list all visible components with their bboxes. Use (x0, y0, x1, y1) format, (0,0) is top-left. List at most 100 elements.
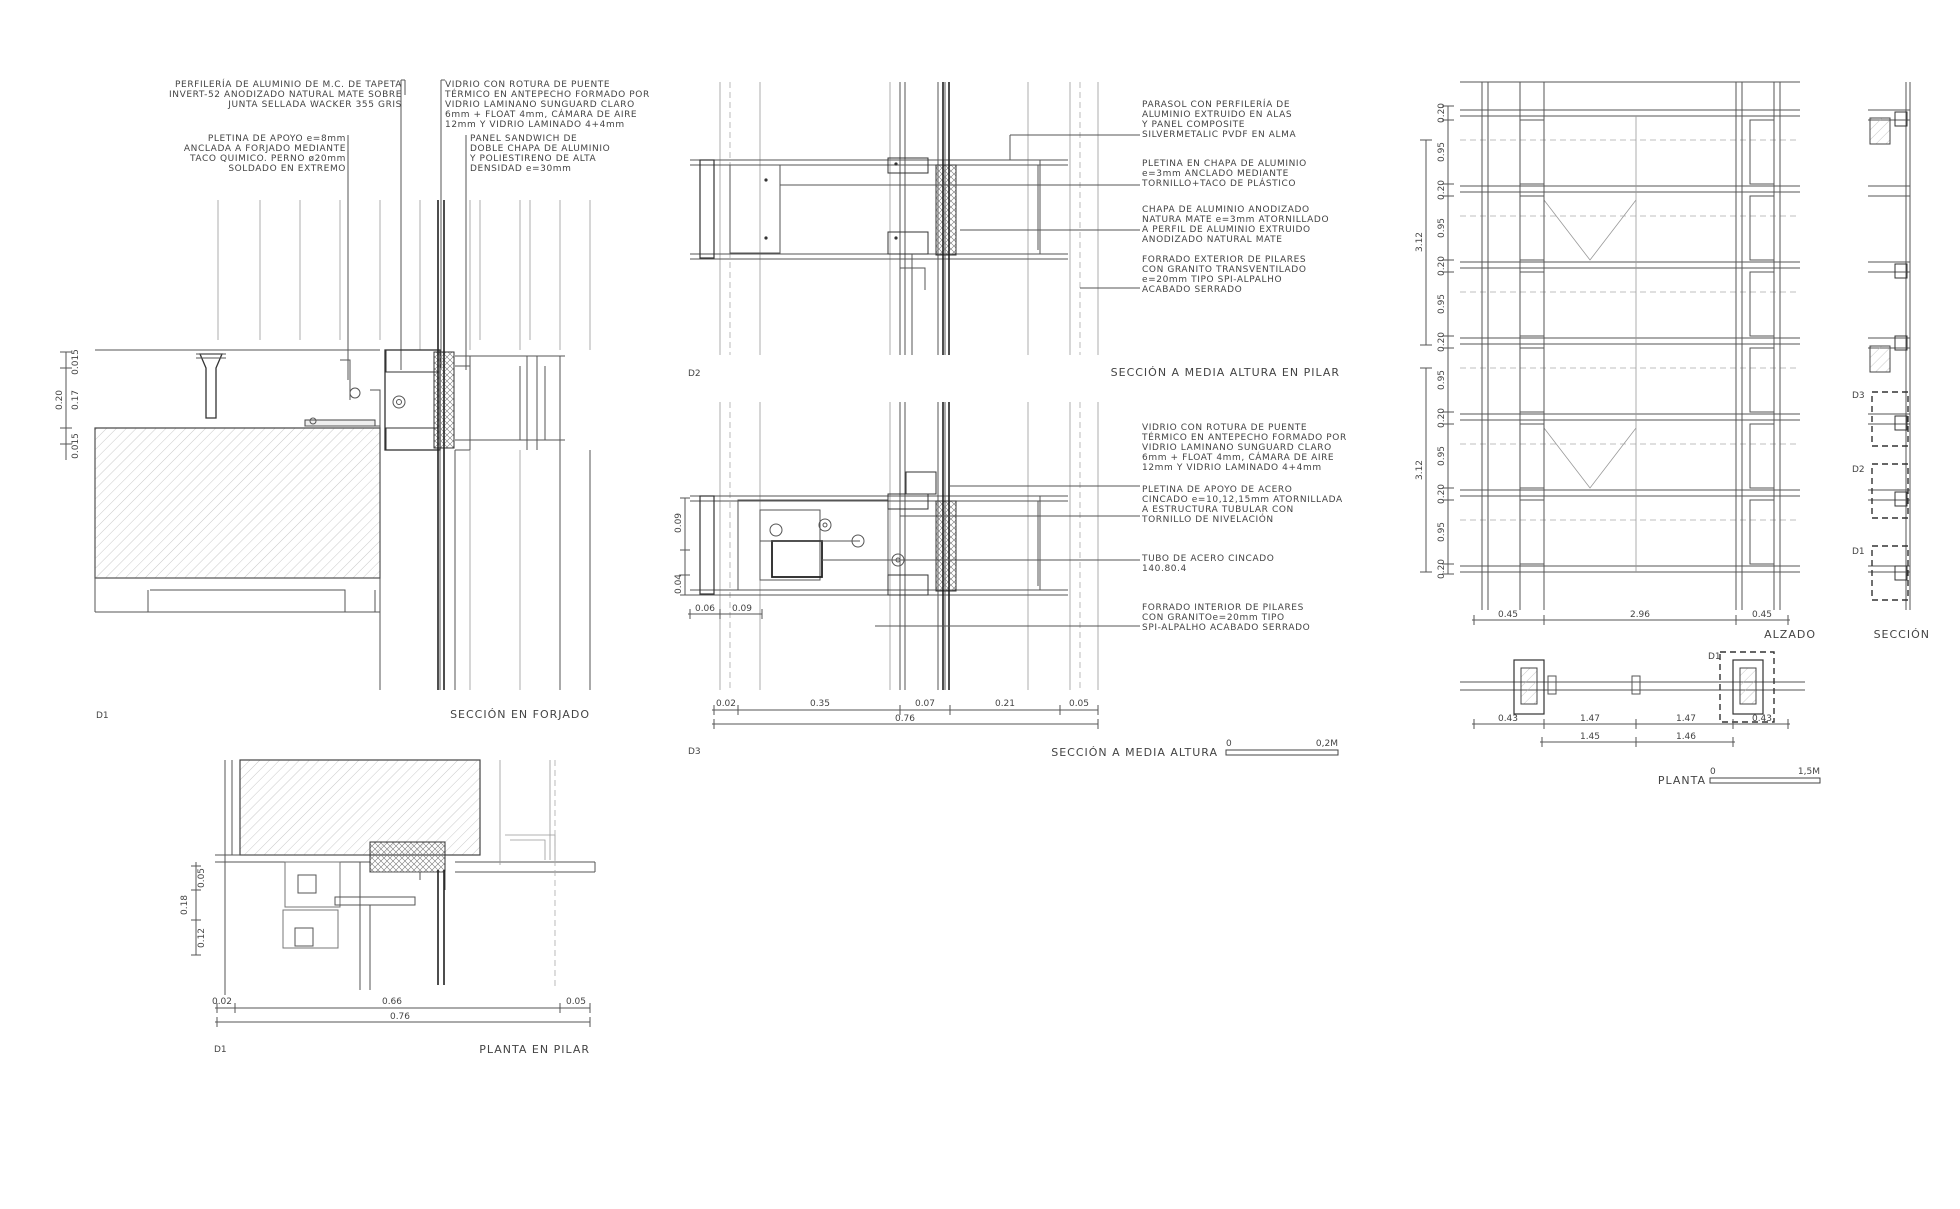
note-forrado-interior: FORRADO INTERIOR DE PILARES CON GRANITOe… (1142, 603, 1310, 633)
svg-text:0.12: 0.12 (197, 928, 207, 948)
svg-text:D3: D3 (1852, 391, 1865, 401)
svg-text:0.07: 0.07 (915, 699, 935, 709)
svg-text:CHAPA DE ALUMINIO ANODIZADO: CHAPA DE ALUMINIO ANODIZADO (1142, 205, 1310, 215)
callout-d3 (1871, 391, 1909, 447)
svg-text:0.95: 0.95 (1437, 142, 1447, 162)
svg-text:0.09: 0.09 (732, 604, 752, 614)
detail-tag-d3: D3 (688, 747, 701, 757)
svg-text:D1: D1 (1708, 652, 1721, 662)
svg-text:0.20: 0.20 (1437, 559, 1447, 579)
detail-tag-d1: D1 (96, 711, 109, 721)
detail-d1-section: PERFILERÍA DE ALUMINIO DE M.C. DE TAPETA… (55, 78, 649, 721)
levelling-support (199, 353, 223, 419)
svg-text:TACO QUIMICO. PERNO ø20mm: TACO QUIMICO. PERNO ø20mm (189, 154, 346, 164)
detail-tag-d1-plan: D1 (214, 1045, 227, 1055)
svg-text:6mm + FLOAT 4mm, CÁMARA DE AIR: 6mm + FLOAT 4mm, CÁMARA DE AIRE (1142, 451, 1334, 463)
svg-text:0.95: 0.95 (1437, 294, 1447, 314)
svg-text:ALUMINIO EXTRUIDO EN ALAS: ALUMINIO EXTRUIDO EN ALAS (1142, 110, 1292, 120)
svg-text:0.20: 0.20 (1437, 484, 1447, 504)
svg-text:PANEL SANDWICH DE: PANEL SANDWICH DE (470, 134, 577, 144)
svg-text:0.20: 0.20 (1437, 332, 1447, 352)
title-seccion-media-altura: SECCIÓN A MEDIA ALTURA (1051, 746, 1218, 759)
svg-text:0.20: 0.20 (55, 390, 65, 410)
svg-text:0: 0 (1710, 767, 1716, 777)
svg-text:CON GRANITOe=20mm TIPO: CON GRANITOe=20mm TIPO (1142, 613, 1285, 623)
svg-text:0.95: 0.95 (1437, 218, 1447, 238)
svg-text:1,5M: 1,5M (1798, 767, 1820, 777)
plan-planta: D1 0.43 1.47 1.47 0.43 1.45 1.46 PLANTA … (1460, 651, 1821, 787)
svg-text:0.95: 0.95 (1437, 446, 1447, 466)
note-perfileria: PERFILERÍA DE ALUMINIO DE M.C. DE TAPETA… (169, 78, 402, 110)
svg-text:0.09: 0.09 (674, 513, 684, 533)
steel-tube (771, 540, 823, 578)
svg-text:A PERFIL DE ALUMINIO EXTRUIDO: A PERFIL DE ALUMINIO EXTRUIDO (1142, 225, 1311, 235)
elevation-column-blocks (1519, 119, 1775, 565)
column-section (239, 759, 481, 856)
svg-text:0.05: 0.05 (566, 997, 586, 1007)
svg-text:PLETINA EN CHAPA DE ALUMINIO: PLETINA EN CHAPA DE ALUMINIO (1142, 159, 1307, 169)
svg-text:VIDRIO CON ROTURA DE PUENTE: VIDRIO CON ROTURA DE PUENTE (1142, 423, 1307, 433)
note-pletina-apoyo: PLETINA DE APOYO e=8mm ANCLADA A FORJADO… (184, 134, 346, 174)
svg-text:D1: D1 (1852, 547, 1865, 557)
svg-text:e=20mm TIPO SPI-ALPALHO: e=20mm TIPO SPI-ALPALHO (1142, 275, 1282, 285)
concrete-slab (94, 427, 381, 579)
alzado-vertical-dims: 0.20 0.95 0.20 0.95 0.20 0.95 0.20 0.95 … (1415, 103, 1447, 579)
callout-d1 (1871, 545, 1909, 601)
svg-text:0.06: 0.06 (695, 604, 715, 614)
svg-text:0.17: 0.17 (71, 390, 81, 410)
svg-text:0.02: 0.02 (212, 997, 232, 1007)
note-tubo-acero: TUBO DE ACERO CINCADO 140.80.4 (1141, 554, 1274, 574)
svg-text:0.95: 0.95 (1437, 370, 1447, 390)
svg-text:0.43: 0.43 (1498, 714, 1518, 724)
svg-text:CINCADO e=10,12,15mm ATORNILLA: CINCADO e=10,12,15mm ATORNILLADA (1142, 495, 1343, 505)
svg-text:SILVERMETALIC PVDF EN ALMA: SILVERMETALIC PVDF EN ALMA (1142, 130, 1296, 140)
svg-text:0.43: 0.43 (1752, 714, 1772, 724)
detail-d2-section: PARASOL CON PERFILERÍA DE ALUMINIO EXTRU… (688, 82, 1339, 379)
svg-text:ACABADO SERRADO: ACABADO SERRADO (1142, 285, 1242, 295)
scale-bar-detail: 0 0,2M (1225, 739, 1339, 756)
svg-text:JUNTA SELLADA WACKER 355 GRIS: JUNTA SELLADA WACKER 355 GRIS (227, 100, 402, 110)
detail-tag-d2: D2 (688, 369, 701, 379)
svg-text:SOLDADO EN EXTREMO: SOLDADO EN EXTREMO (228, 164, 346, 174)
svg-text:1.45: 1.45 (1580, 732, 1600, 742)
svg-text:0.45: 0.45 (1498, 610, 1518, 620)
svg-text:1.47: 1.47 (1676, 714, 1696, 724)
svg-text:0.015: 0.015 (71, 433, 81, 459)
svg-text:0.05: 0.05 (197, 868, 207, 888)
svg-text:e=3mm ANCLADO MEDIANTE: e=3mm ANCLADO MEDIANTE (1142, 169, 1289, 179)
callout-d2 (1871, 463, 1909, 519)
svg-text:CON GRANITO TRANSVENTILADO: CON GRANITO TRANSVENTILADO (1142, 265, 1307, 275)
svg-text:DOBLE CHAPA DE ALUMINIO: DOBLE CHAPA DE ALUMINIO (470, 144, 610, 154)
svg-text:0.04: 0.04 (674, 574, 684, 594)
note-vidrio-d3: VIDRIO CON ROTURA DE PUENTE TÉRMICO EN A… (1141, 423, 1346, 473)
svg-text:0.35: 0.35 (810, 699, 830, 709)
svg-text:0.76: 0.76 (895, 714, 915, 724)
svg-text:A ESTRUCTURA TUBULAR CON: A ESTRUCTURA TUBULAR CON (1142, 505, 1294, 515)
svg-text:SPI-ALPALHO ACABADO SERRADO: SPI-ALPALHO ACABADO SERRADO (1142, 623, 1310, 633)
note-chapa-anodizado: CHAPA DE ALUMINIO ANODIZADO NATURA MATE … (1142, 205, 1329, 245)
svg-text:DENSIDAD e=30mm: DENSIDAD e=30mm (470, 164, 572, 174)
svg-text:PARASOL CON PERFILERÍA DE: PARASOL CON PERFILERÍA DE (1142, 98, 1290, 110)
svg-text:0.20: 0.20 (1437, 408, 1447, 428)
svg-text:Y POLIESTIRENO DE ALTA: Y POLIESTIRENO DE ALTA (469, 154, 597, 164)
svg-text:FORRADO EXTERIOR DE PILARES: FORRADO EXTERIOR DE PILARES (1142, 255, 1306, 265)
svg-text:TUBO DE ACERO CINCADO: TUBO DE ACERO CINCADO (1141, 554, 1274, 564)
section-strip: D3 D2 D1 SECCIÓN (1852, 82, 1929, 641)
elevation-floor-bands (1460, 109, 1800, 573)
svg-text:12mm Y VIDRIO LAMINADO 4+4mm: 12mm Y VIDRIO LAMINADO 4+4mm (445, 120, 625, 130)
detail-d1-plan: 0.05 0.18 0.12 0.02 0.66 0.05 0.76 D1 PL… (180, 759, 596, 1056)
svg-text:12mm Y VIDRIO LAMINADO 4+4mm: 12mm Y VIDRIO LAMINADO 4+4mm (1142, 463, 1322, 473)
title-alzado: ALZADO (1764, 628, 1816, 641)
title-planta: PLANTA (1658, 774, 1706, 787)
svg-text:ANCLADA A FORJADO MEDIANTE: ANCLADA A FORJADO MEDIANTE (184, 144, 346, 154)
svg-text:0.20: 0.20 (1437, 103, 1447, 123)
svg-text:3.12: 3.12 (1415, 460, 1425, 480)
svg-text:NATURA MATE e=3mm ATORNILLADO: NATURA MATE e=3mm ATORNILLADO (1142, 215, 1329, 225)
callout-d1-plan (1719, 651, 1775, 723)
note-vidrio-d1: VIDRIO CON ROTURA DE PUENTE TÉRMICO EN A… (444, 80, 649, 130)
detail-d3-section: VIDRIO CON ROTURA DE PUENTE TÉRMICO EN A… (674, 402, 1346, 759)
svg-text:0.02: 0.02 (716, 699, 736, 709)
svg-text:ANODIZADO NATURAL MATE: ANODIZADO NATURAL MATE (1142, 235, 1283, 245)
svg-text:PLETINA DE APOYO e=8mm: PLETINA DE APOYO e=8mm (208, 134, 346, 144)
note-pletina-chapa: PLETINA EN CHAPA DE ALUMINIO e=3mm ANCLA… (1141, 159, 1307, 189)
